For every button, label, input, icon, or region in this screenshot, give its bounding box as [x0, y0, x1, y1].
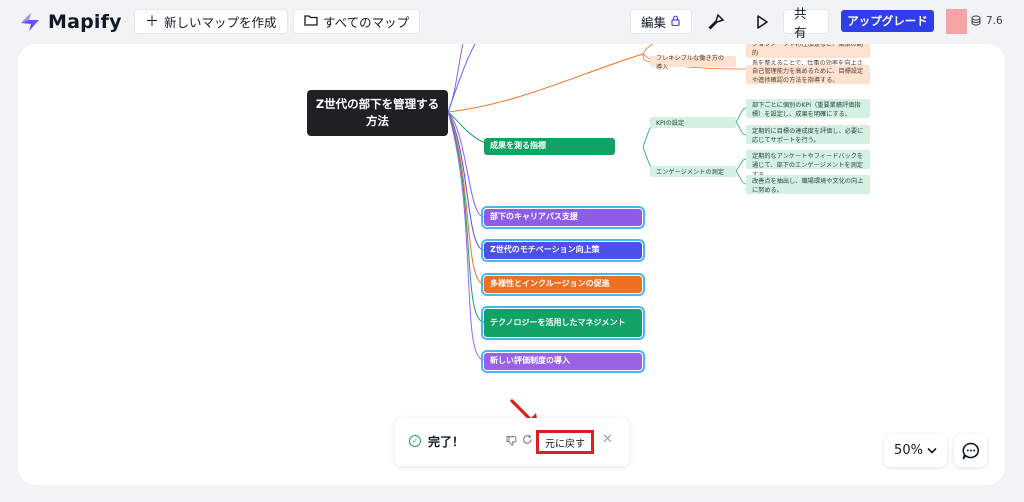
- plus-icon: ＋: [145, 13, 159, 30]
- chevron-down-icon: [927, 447, 937, 454]
- mindmap-canvas[interactable]: ジョブノーツや特性加速など、業績の副的 系を整えることで、仕事の効率を向上させる…: [18, 44, 1005, 485]
- map-node-motivation[interactable]: Z世代のモチベーション向上策: [481, 239, 645, 262]
- map-node-kpi-item[interactable]: 定期的に目標の達成度を評価し、必要に応じてサポートを行う。: [746, 125, 870, 144]
- close-icon[interactable]: ✕: [602, 432, 613, 447]
- lock-icon: [671, 15, 680, 29]
- credits-value: 7.6: [986, 15, 1003, 27]
- check-circle-icon: ✓: [409, 435, 421, 447]
- app-logo[interactable]: Mapify: [18, 10, 122, 34]
- credits-icon: [971, 15, 981, 26]
- logo-icon: [21, 13, 39, 31]
- new-map-button[interactable]: ＋ 新しいマップを作成: [134, 9, 288, 34]
- completion-toast: ✓ 完了！ 元に戻す ✕: [395, 418, 629, 466]
- toast-message: 完了！: [428, 435, 465, 449]
- undo-button[interactable]: 元に戻す: [536, 430, 594, 454]
- share-button[interactable]: 共有: [783, 6, 829, 40]
- map-node-engagement-item[interactable]: 定期的なアンケートやフィードバックを通じて、部下のエンゲージメントを測定する。: [746, 150, 870, 179]
- folder-icon: [304, 14, 318, 29]
- zoom-level: 50%: [894, 443, 923, 458]
- map-node-kpi[interactable]: KPIの設定: [650, 117, 736, 128]
- map-node-results-metrics[interactable]: 成果を測る指標: [484, 138, 615, 155]
- new-map-label: 新しいマップを作成: [164, 15, 277, 30]
- user-avatar[interactable]: [946, 9, 967, 34]
- chat-icon: [962, 442, 979, 459]
- top-bar: Mapify ＋ 新しいマップを作成 すべてのマップ 編集 共有 アップグレード: [0, 0, 1024, 42]
- app-name: Mapify: [48, 11, 122, 33]
- thumbs-down-icon[interactable]: [506, 435, 517, 449]
- map-node-flexible-work[interactable]: フレキシブルな働き方の導入: [650, 55, 736, 71]
- upgrade-button[interactable]: アップグレード: [841, 10, 934, 32]
- map-node-kpi-item[interactable]: 部下ごとに個別のKPI（重要業績評価指標）を設定し、成果を明確にする。: [746, 99, 870, 118]
- map-node-new-evaluation[interactable]: 新しい評価制度の導入: [481, 350, 645, 373]
- edit-label: 編集: [641, 15, 667, 30]
- map-node-text: ジョブノーツや特性加速など、業績の副的: [752, 44, 863, 58]
- share-label: 共有: [794, 5, 807, 40]
- all-maps-button[interactable]: すべてのマップ: [293, 9, 421, 34]
- map-node-engagement[interactable]: エンゲージメントの測定: [650, 166, 736, 177]
- zoom-control[interactable]: 50%: [884, 434, 947, 467]
- map-root-node[interactable]: Z世代の部下を管理する方法: [307, 90, 448, 136]
- credits-indicator[interactable]: 7.6: [971, 15, 1003, 27]
- brush-icon: [707, 13, 724, 30]
- map-node-technology[interactable]: テクノロジーを活用したマネジメント: [481, 306, 645, 340]
- edit-button[interactable]: 編集: [630, 9, 692, 34]
- map-node-self-management[interactable]: 自己管理能力を高めるために、目標設定や進捗確認の方法を指導する。: [746, 65, 870, 84]
- map-node-career-path[interactable]: 部下のキャリアパス支援: [481, 206, 645, 229]
- mindmap-connectors: [447, 44, 747, 361]
- chat-button[interactable]: [954, 434, 987, 467]
- map-node-diversity[interactable]: 多様性とインクルージョンの促進: [481, 273, 645, 296]
- map-node-orange-top[interactable]: ジョブノーツや特性加速など、業績の副的 系を整えることで、仕事の効率を向上させる…: [746, 44, 870, 76]
- regenerate-icon[interactable]: [522, 434, 533, 448]
- all-maps-label: すべてのマップ: [323, 15, 410, 30]
- play-icon: [756, 14, 768, 29]
- format-brush-button[interactable]: [703, 9, 728, 34]
- map-node-engagement-item[interactable]: 改善点を抽出し、職場環境や文化の向上に努める。: [746, 175, 870, 194]
- present-button[interactable]: [749, 9, 774, 34]
